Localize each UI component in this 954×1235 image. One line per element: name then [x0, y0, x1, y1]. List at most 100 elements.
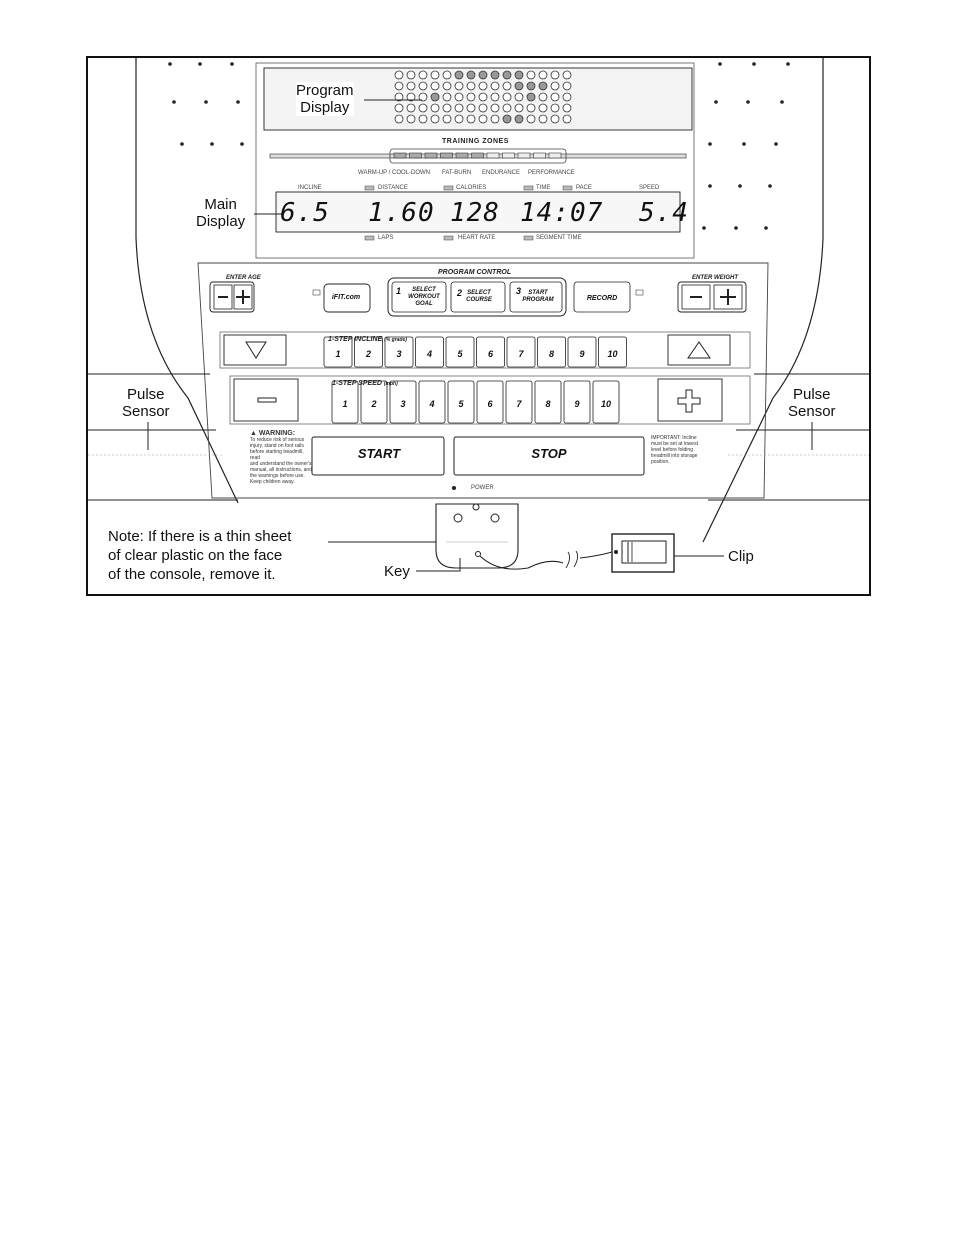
incline-keys-title: 1-STEP INCLINE (% grade) — [328, 336, 407, 343]
matrix-led — [550, 114, 560, 124]
enter-weight-group — [677, 281, 747, 313]
indicator-lamp — [523, 185, 534, 191]
power-dot — [452, 486, 456, 490]
matrix-led — [550, 92, 560, 102]
speaker-hole — [738, 184, 742, 188]
minus-icon — [218, 296, 228, 298]
speed-key — [389, 380, 417, 424]
incline-key — [567, 336, 597, 368]
indicator-lamp — [523, 235, 534, 241]
time-label: TIME — [536, 185, 551, 191]
key-holder — [435, 503, 519, 569]
zone-segment — [409, 152, 422, 159]
incline-key-label: 10 — [607, 349, 618, 359]
matrix-led — [550, 70, 560, 80]
stop-button — [453, 436, 645, 476]
speaker-hole — [180, 142, 184, 146]
speed-keys-title: 1-STEP SPEED (mph) — [332, 380, 398, 387]
speed-key-label: 4 — [429, 399, 435, 409]
laps-label: LAPS — [378, 235, 394, 241]
plus-icon — [720, 289, 736, 305]
console-right-edge — [702, 58, 824, 543]
program-control-group — [387, 277, 567, 317]
matrix-led — [478, 103, 488, 113]
start-program-button — [509, 281, 563, 313]
incline-up-button — [667, 334, 731, 366]
matrix-led — [394, 70, 404, 80]
matrix-led — [454, 70, 464, 80]
key-hole — [490, 513, 500, 523]
main-display-window — [275, 191, 681, 233]
incline-key — [445, 336, 475, 368]
matrix-led — [394, 114, 404, 124]
incline-key-label: 4 — [426, 349, 432, 359]
matrix-led — [538, 103, 548, 113]
matrix-led — [418, 81, 428, 91]
matrix-led — [418, 103, 428, 113]
speed-key — [534, 380, 562, 424]
speaker-hole — [780, 100, 784, 104]
matrix-led — [442, 92, 452, 102]
zone-segment — [486, 152, 500, 159]
training-zones-title: TRAINING ZONES — [442, 138, 509, 145]
stop-button-label: STOP — [531, 446, 567, 461]
matrix-led — [418, 92, 428, 102]
matrix-led — [526, 103, 536, 113]
zone-endurance: ENDURANCE — [482, 170, 521, 176]
matrix-led — [514, 114, 524, 124]
start-button — [311, 436, 445, 476]
matrix-led — [514, 81, 524, 91]
speaker-hole — [210, 142, 214, 146]
matrix-led — [538, 70, 548, 80]
speaker-hole — [718, 62, 722, 66]
zone-segment — [548, 152, 562, 159]
minus-icon — [690, 296, 702, 298]
key-label: Key — [384, 563, 410, 580]
speed-key-label: 2 — [371, 399, 377, 409]
zone-fatburn: FAT-BURN — [442, 170, 472, 176]
heart-rate-label: HEART RATE — [458, 235, 496, 241]
zone-performance: PERFORMANCE — [528, 170, 575, 176]
matrix-led — [466, 103, 476, 113]
incline-key — [476, 336, 505, 368]
indicator-lamp — [364, 235, 375, 241]
matrix-led — [430, 92, 440, 102]
matrix-led — [454, 114, 464, 124]
select-workout-button — [391, 281, 447, 313]
ifit-button-label: iFIT.com — [331, 294, 361, 301]
zone-segment — [502, 152, 515, 159]
matrix-led — [466, 114, 476, 124]
ifit-indicator — [312, 289, 321, 296]
matrix-led — [406, 92, 416, 102]
zone-warmup: WARM-UP / COOL-DOWN — [358, 170, 430, 176]
matrix-led — [562, 70, 572, 80]
indicator-lamp — [364, 185, 375, 191]
enter-weight-label: ENTER WEIGHT — [692, 275, 738, 281]
matrix-led — [430, 114, 440, 124]
matrix-led — [526, 92, 536, 102]
speaker-hole — [236, 100, 240, 104]
matrix-led — [430, 70, 440, 80]
matrix-led — [502, 114, 512, 124]
speed-key-label: 9 — [574, 399, 580, 409]
select-course-num: 2 — [457, 288, 463, 298]
speed-key-label: 10 — [600, 399, 611, 409]
incline-key — [506, 336, 536, 368]
console-left-edge — [135, 58, 239, 504]
matrix-led — [550, 103, 560, 113]
matrix-led — [514, 103, 524, 113]
matrix-led — [466, 92, 476, 102]
program-control-title: PROGRAM CONTROL — [438, 269, 512, 276]
speed-key — [331, 380, 359, 424]
incline-label: INCLINE — [298, 185, 322, 191]
incline-readout: 6.5 — [280, 198, 330, 228]
speaker-hole — [742, 142, 746, 146]
incline-key — [415, 336, 444, 368]
